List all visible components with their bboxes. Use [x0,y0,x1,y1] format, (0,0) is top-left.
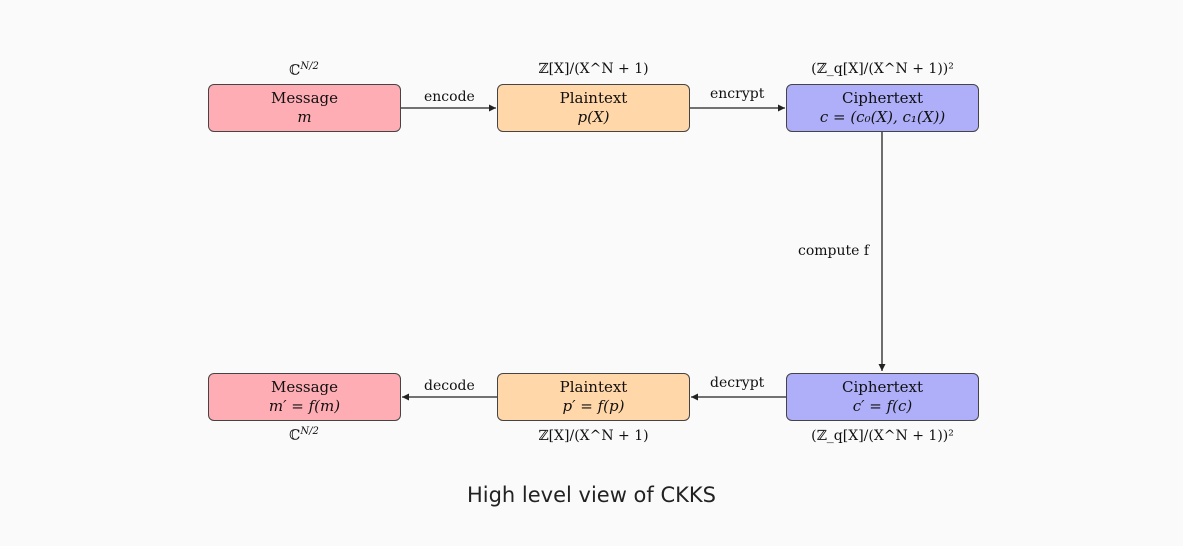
node-title: Ciphertext [842,378,923,396]
encode-label: encode [424,89,475,105]
top-plaintext-node: Plaintext p(X) [497,84,690,132]
compute-label: compute f [798,243,870,259]
node-value: c′ = f(c) [852,397,913,415]
bottom-message-node: Message m′ = f(m) [208,373,401,421]
node-title: Ciphertext [842,89,923,107]
decrypt-label: decrypt [710,375,765,391]
encrypt-label: encrypt [710,86,765,102]
node-title: Plaintext [559,89,628,107]
top-message-set: ℂN/2 [289,61,319,79]
top-plaintext-set: ℤ[X]/(X^N + 1) [538,61,649,77]
node-value: p′ = f(p) [562,397,625,415]
bottom-plaintext-set: ℤ[X]/(X^N + 1) [538,428,649,444]
node-value: m′ = f(m) [268,397,341,415]
node-title: Plaintext [559,378,628,396]
bottom-plaintext-node: Plaintext p′ = f(p) [497,373,690,421]
bottom-ciphertext-node: Ciphertext c′ = f(c) [786,373,979,421]
node-value: c = (c₀(X), c₁(X)) [819,108,946,126]
node-value: p(X) [577,108,610,126]
bottom-message-set: ℂN/2 [289,426,319,444]
top-ciphertext-set: (ℤ_q[X]/(X^N + 1))² [811,61,954,77]
node-title: Message [270,89,339,107]
node-title: Message [270,378,339,396]
decode-label: decode [424,378,475,394]
top-ciphertext-node: Ciphertext c = (c₀(X), c₁(X)) [786,84,979,132]
top-message-node: Message m [208,84,401,132]
node-value: m [297,108,312,126]
bottom-ciphertext-set: (ℤ_q[X]/(X^N + 1))² [811,428,954,444]
figure-caption: High level view of CKKS [466,483,717,507]
